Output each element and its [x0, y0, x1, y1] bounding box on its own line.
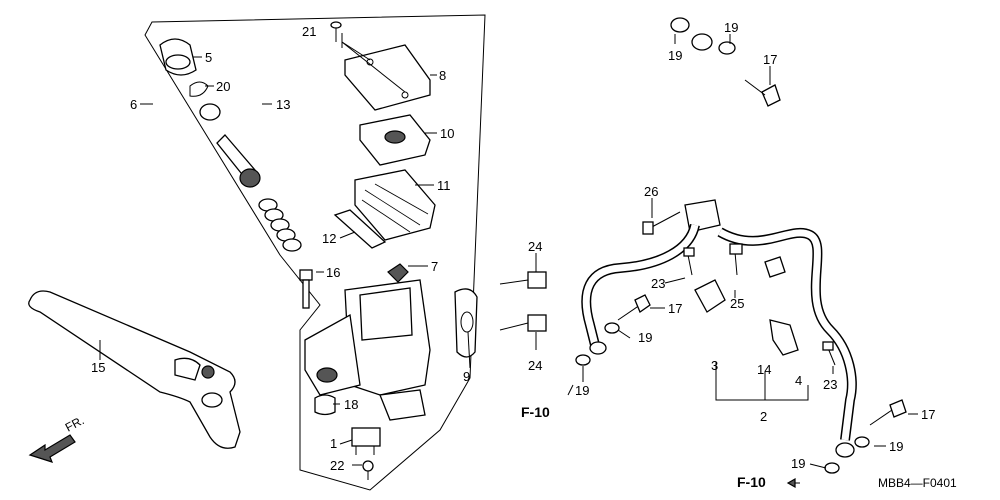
hose-stay-4	[769, 319, 799, 356]
sealing-washer	[824, 462, 840, 474]
callout-9: 9	[463, 369, 470, 384]
ref-f10-bottom: F-10	[737, 474, 766, 490]
hose-clamp-3	[694, 279, 726, 313]
callout-4: 4	[795, 373, 802, 388]
brake-lever	[28, 290, 241, 449]
left-brake-hose	[581, 223, 700, 347]
callout-12: 12	[322, 231, 336, 246]
piston-spring	[258, 198, 302, 252]
right-brake-hose	[717, 227, 857, 441]
f10-arrow-left	[567, 384, 574, 396]
sealing-washer	[575, 354, 591, 366]
callout-19-e: 19	[889, 439, 903, 454]
hose-eyelet-right	[835, 442, 855, 458]
callout-8: 8	[439, 68, 446, 83]
oil-bolt-17-left	[617, 294, 651, 321]
callout-16: 16	[326, 265, 340, 280]
callout-24-a: 24	[528, 239, 542, 254]
upper-brake-hose	[676, 53, 708, 213]
callout-18: 18	[344, 397, 358, 412]
boot-7	[387, 263, 409, 283]
sealing-washer	[718, 41, 736, 55]
boot-opening	[165, 54, 191, 70]
sealing-washer	[670, 17, 690, 33]
callout-23-a: 23	[651, 276, 665, 291]
piston-kit	[159, 38, 302, 252]
assembly-bracket-2	[715, 362, 809, 401]
sealing-washer	[604, 322, 620, 334]
callout-19-a: 19	[668, 48, 682, 63]
callout-11: 11	[437, 178, 451, 193]
callout-24-b: 24	[528, 358, 542, 373]
callout-26: 26	[644, 184, 658, 199]
front-stop-switch	[351, 427, 381, 455]
callout-13: 13	[276, 97, 290, 112]
hose-eyelet-top	[691, 33, 713, 51]
callout-21: 21	[302, 24, 316, 39]
bolt-16	[299, 269, 313, 309]
callout-7: 7	[431, 259, 438, 274]
callout-17-b: 17	[668, 301, 682, 316]
callout-15: 15	[91, 360, 105, 375]
washer	[199, 103, 221, 121]
screw-21	[330, 21, 342, 42]
callout-22: 22	[330, 458, 344, 473]
leader-lines	[99, 33, 918, 469]
callout-17-c: 17	[921, 407, 935, 422]
bolt-26	[642, 211, 681, 235]
callout-10: 10	[440, 126, 454, 141]
hose-guide-14	[764, 256, 786, 278]
master-cylinder-group-outline	[144, 14, 486, 491]
holder-clamp	[454, 288, 478, 358]
oil-bolt-17-right	[869, 399, 907, 426]
bolt-24-upper	[499, 271, 547, 289]
callout-6: 6	[130, 97, 137, 112]
callout-20: 20	[216, 79, 230, 94]
screw-22	[362, 460, 374, 480]
callout-19-b: 19	[724, 20, 738, 35]
callout-19-d: 19	[575, 383, 589, 398]
grommet-18	[314, 394, 336, 416]
bolt-23-right	[822, 341, 836, 366]
sealing-washer	[854, 436, 870, 448]
front-arrow-label: FR.	[63, 413, 87, 434]
callout-14: 14	[757, 362, 771, 377]
callout-19-f: 19	[791, 456, 805, 471]
front-direction-arrow: FR.	[28, 413, 87, 463]
diagram-code: MBB4—F0401	[878, 476, 957, 490]
hose-eyelet-left	[589, 341, 607, 355]
master-cylinder-body	[304, 279, 431, 421]
diaphragm	[354, 169, 436, 241]
circlip	[189, 81, 209, 97]
three-way-joint	[684, 199, 721, 233]
float	[333, 209, 387, 249]
callout-23-b: 23	[823, 377, 837, 392]
callout-17-a: 17	[763, 52, 777, 67]
callout-1: 1	[330, 436, 337, 451]
callout-25: 25	[730, 296, 744, 311]
cap-plate	[359, 114, 431, 166]
callout-19-c: 19	[638, 330, 652, 345]
bolt-25	[729, 243, 743, 276]
f10-arrow-bottom	[786, 477, 800, 489]
callout-3: 3	[711, 358, 718, 373]
callout-5: 5	[205, 50, 212, 65]
piston-cup	[239, 168, 261, 188]
callout-2: 2	[760, 409, 767, 424]
bolt-23-left	[683, 247, 695, 276]
bolt-24-lower	[499, 314, 547, 332]
oil-bolt-17-top	[744, 79, 781, 107]
ref-f10-left: F-10	[521, 404, 550, 420]
